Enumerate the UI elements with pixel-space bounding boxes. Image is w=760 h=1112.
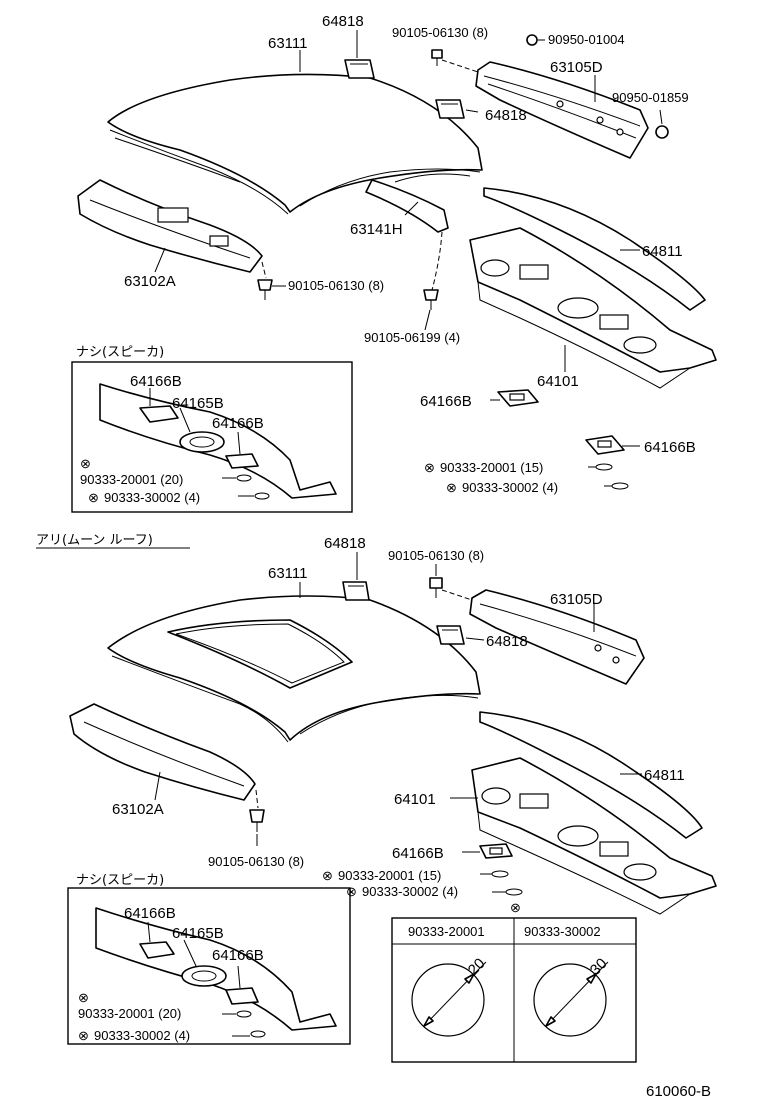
label-b-rear-header: 63102A	[112, 801, 164, 818]
bottom-section-title: アリ(ムーン ルーフ)	[36, 533, 153, 548]
label-b-plug-a-mark: ⊗	[322, 868, 333, 883]
top-section: 64818 63111 90105-06130 (8) 90950-01004 …	[71, 13, 717, 513]
label-b-clip-b: 64818	[486, 633, 528, 650]
package-tray-panel-bottom	[479, 711, 703, 839]
label-b-plug-a: 90333-20001 (15)	[338, 868, 441, 883]
label-nut-a: 90950-01004	[548, 32, 625, 47]
clip-64818-bottom-b	[436, 625, 465, 645]
front-header-63105D	[475, 61, 649, 159]
plug-20-bottom-icon	[491, 870, 509, 878]
inset-bottom-speaker-cover: 64165B	[172, 925, 224, 942]
inset-top-seal-a: 64166B	[130, 373, 182, 390]
plug-30-bottom-icon	[505, 888, 523, 896]
label-b-plug-b: 90333-30002 (4)	[362, 884, 458, 899]
label-front-header: 63105D	[550, 59, 603, 76]
size-table: ⊗ 90333-20001 90333-30002 20 30	[391, 900, 637, 1063]
rear-header-bottom	[69, 703, 256, 801]
inset-bottom-seal-a: 64166B	[124, 905, 176, 922]
label-screw-b: 90105-06199 (4)	[364, 330, 460, 345]
plug-20-icon	[595, 463, 613, 471]
inset-bottom-title: ナシ(スピーカ)	[76, 873, 164, 888]
inset-bottom-mark-a: ⊗	[78, 990, 89, 1005]
inset-bottom-plug-b: 90333-30002 (4)	[94, 1028, 190, 1043]
package-tray-panel-64811	[483, 187, 706, 311]
grommet-icon	[655, 125, 669, 139]
clip-64818-mid	[435, 99, 465, 119]
package-tray-64101	[469, 227, 717, 389]
inset-bottom: ナシ(スピーカ) 64166B 64165B 64166B ⊗ 90333-20…	[67, 873, 351, 1045]
clip-64818-bottom-a	[342, 581, 370, 601]
label-b-screw: 90105-06130 (8)	[208, 854, 304, 869]
seal-64166B-a	[497, 389, 539, 407]
label-b-seal: 64166B	[392, 845, 444, 862]
diagram-id: 610060-B	[646, 1083, 711, 1100]
label-roof-panel: 63111	[268, 35, 308, 52]
label-grommet: 90950-01859	[612, 90, 689, 105]
front-header-bottom	[469, 589, 645, 685]
inset-top-mark-b: ⊗	[88, 490, 99, 505]
bolt-bottom	[429, 577, 479, 603]
seal-bottom	[479, 843, 513, 859]
screw-bottom-left	[249, 789, 265, 832]
nut-icon	[526, 34, 538, 46]
label-b-package-tray: 64101	[394, 791, 436, 808]
roof-panel-moonroof	[107, 595, 481, 743]
size-table-mark: ⊗	[510, 900, 521, 915]
plug-30-icon	[611, 482, 629, 490]
label-seal-a: 64166B	[420, 393, 472, 410]
screw-bow	[423, 289, 439, 310]
inset-top-speaker-cover: 64165B	[172, 395, 224, 412]
label-b-front-header: 63105D	[550, 591, 603, 608]
seal-64166B-b	[585, 435, 625, 455]
rear-header-63102A	[77, 179, 263, 273]
label-b-bolt-a: 90105-06130 (8)	[388, 548, 484, 563]
label-package-tray: 64101	[537, 373, 579, 390]
label-b-clip-a: 64818	[324, 535, 366, 552]
label-package-tray-panel: 64811	[642, 243, 683, 260]
label-clip-64818-top: 64818	[322, 13, 364, 30]
bottom-section: アリ(ムーン ルーフ)	[36, 533, 717, 1063]
inset-top-mark-a: ⊗	[80, 456, 91, 471]
inset-bottom-plug-a: 90333-20001 (20)	[78, 1006, 181, 1021]
label-clip-64818-mid: 64818	[485, 107, 527, 124]
label-roof-bow: 63141H	[350, 221, 403, 238]
label-screw-a: 90105-06130 (8)	[288, 278, 384, 293]
label-plug-b-mark: ⊗	[446, 480, 457, 495]
inset-top-plug-a: 90333-20001 (20)	[80, 472, 183, 487]
label-plug-a-mark: ⊗	[424, 460, 435, 475]
bolt-top	[431, 49, 479, 73]
roof-panel	[107, 73, 483, 215]
size-table-col-a: 90333-20001	[408, 924, 485, 939]
label-b-plug-b-mark: ⊗	[346, 884, 357, 899]
inset-top-seal-b: 64166B	[212, 415, 264, 432]
label-seal-b: 64166B	[644, 439, 696, 456]
label-bolt-a: 90105-06130 (8)	[392, 25, 488, 40]
screw-top-left	[257, 261, 273, 300]
clip-64818-top	[344, 59, 375, 79]
inset-top-plug-b: 90333-30002 (4)	[104, 490, 200, 505]
bow-dash	[431, 231, 443, 291]
label-plug-a: 90333-20001 (15)	[440, 460, 543, 475]
inset-top: ナシ(スピーカ) 64166B 64165B 64166B ⊗ 90333-20…	[71, 345, 353, 513]
label-b-package-tray-panel: 64811	[644, 767, 685, 784]
roof-bow-63141H	[365, 179, 449, 233]
label-b-roof-panel: 63111	[268, 565, 308, 582]
package-tray-bottom	[471, 757, 717, 915]
label-rear-header: 63102A	[124, 273, 176, 290]
inset-bottom-mark-b: ⊗	[78, 1028, 89, 1043]
label-plug-b: 90333-30002 (4)	[462, 480, 558, 495]
size-table-col-b: 90333-30002	[524, 924, 601, 939]
inset-top-title: ナシ(スピーカ)	[76, 345, 164, 360]
inset-bottom-seal-b: 64166B	[212, 947, 264, 964]
